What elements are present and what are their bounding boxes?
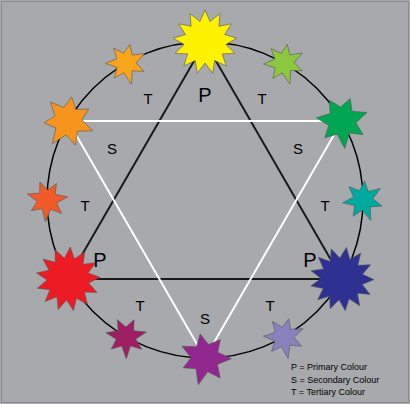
- primary-triangle: [68, 42, 342, 279]
- colour-type-label: P: [93, 250, 106, 270]
- legend-entry: T = Tertiary Colour: [291, 386, 379, 399]
- wheel-circle: [47, 42, 363, 358]
- legend-entry: P = Primary Colour: [291, 361, 379, 374]
- colour-type-label: T: [265, 298, 274, 313]
- colour-splat: [105, 44, 144, 84]
- colour-type-label: T: [257, 91, 266, 106]
- secondary-triangle: [68, 121, 342, 358]
- colour-type-label: P: [303, 250, 316, 270]
- colour-splat: [44, 97, 93, 145]
- colour-splat: [27, 182, 67, 222]
- colour-type-label: T: [80, 198, 89, 213]
- colour-splat: [37, 247, 100, 310]
- colour-type-label: T: [320, 198, 329, 213]
- colour-splat: [264, 44, 303, 84]
- legend-entry: S = Secondary Colour: [291, 374, 379, 387]
- colour-splat: [343, 181, 382, 220]
- colour-splat: [173, 10, 237, 73]
- colour-type-label: T: [143, 91, 152, 106]
- colour-splat: [263, 319, 303, 359]
- colour-splat: [182, 334, 231, 385]
- colour-type-label: P: [198, 85, 211, 105]
- colour-type-label: T: [135, 298, 144, 313]
- colour-type-label: S: [107, 141, 117, 156]
- colour-splat: [316, 98, 367, 148]
- colour-splat: [106, 320, 146, 359]
- legend: P = Primary ColourS = Secondary ColourT …: [291, 361, 379, 399]
- colour-splat: [311, 247, 374, 311]
- colour-type-label: S: [200, 311, 210, 326]
- colour-type-label: S: [293, 141, 303, 156]
